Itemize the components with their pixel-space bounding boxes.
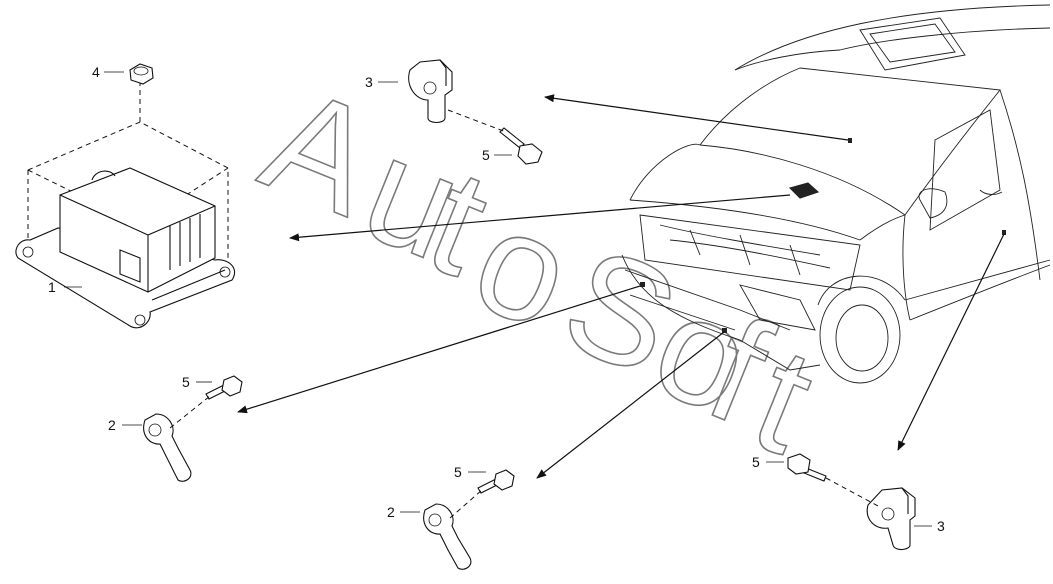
arrow-to-module-1 [289, 194, 791, 242]
bolt-right [787, 453, 827, 482]
sensor-2-center [423, 503, 472, 570]
callout-leaders [64, 71, 932, 527]
sensor-2-left [143, 413, 192, 482]
sensor-3-right [866, 487, 916, 551]
bolt-center [477, 469, 515, 494]
arrow-to-sensor-2-center [536, 331, 725, 479]
bolt-axis-left [169, 395, 211, 429]
bolt-axis-center [449, 489, 483, 519]
airbag-control-module [15, 80, 236, 329]
arrow-to-sensor-2-left [237, 285, 641, 414]
arrow-to-sensor-3-right [897, 233, 1005, 451]
callout-nut-4: 4 [92, 64, 100, 80]
watermark: A u t o S o f t [242, 53, 835, 486]
callout-sensor-3-right: 3 [937, 518, 945, 534]
bolt-axis-right [825, 477, 879, 507]
callout-sensor-2-left: 2 [108, 417, 116, 433]
bolt-top [499, 127, 543, 165]
sensor-3-top [408, 59, 453, 124]
nut [129, 63, 154, 85]
bolt-axis-top [447, 109, 507, 133]
callout-bolt-5-right: 5 [752, 454, 760, 470]
leader-arrows [237, 94, 1005, 479]
callout-module-1: 1 [48, 279, 56, 295]
callout-bolt-5-left: 5 [182, 374, 190, 390]
arrow-to-sensor-3-top [544, 94, 849, 141]
vehicle-illustration [621, 4, 1051, 384]
bolt-left [205, 375, 243, 400]
callout-bolt-5-top: 5 [482, 147, 490, 163]
callout-labels: 1 4 3 5 5 2 5 2 5 3 [48, 64, 945, 534]
callout-sensor-2-center: 2 [387, 504, 395, 520]
callout-bolt-5-center: 5 [454, 464, 462, 480]
callout-sensor-3-top: 3 [365, 74, 373, 90]
